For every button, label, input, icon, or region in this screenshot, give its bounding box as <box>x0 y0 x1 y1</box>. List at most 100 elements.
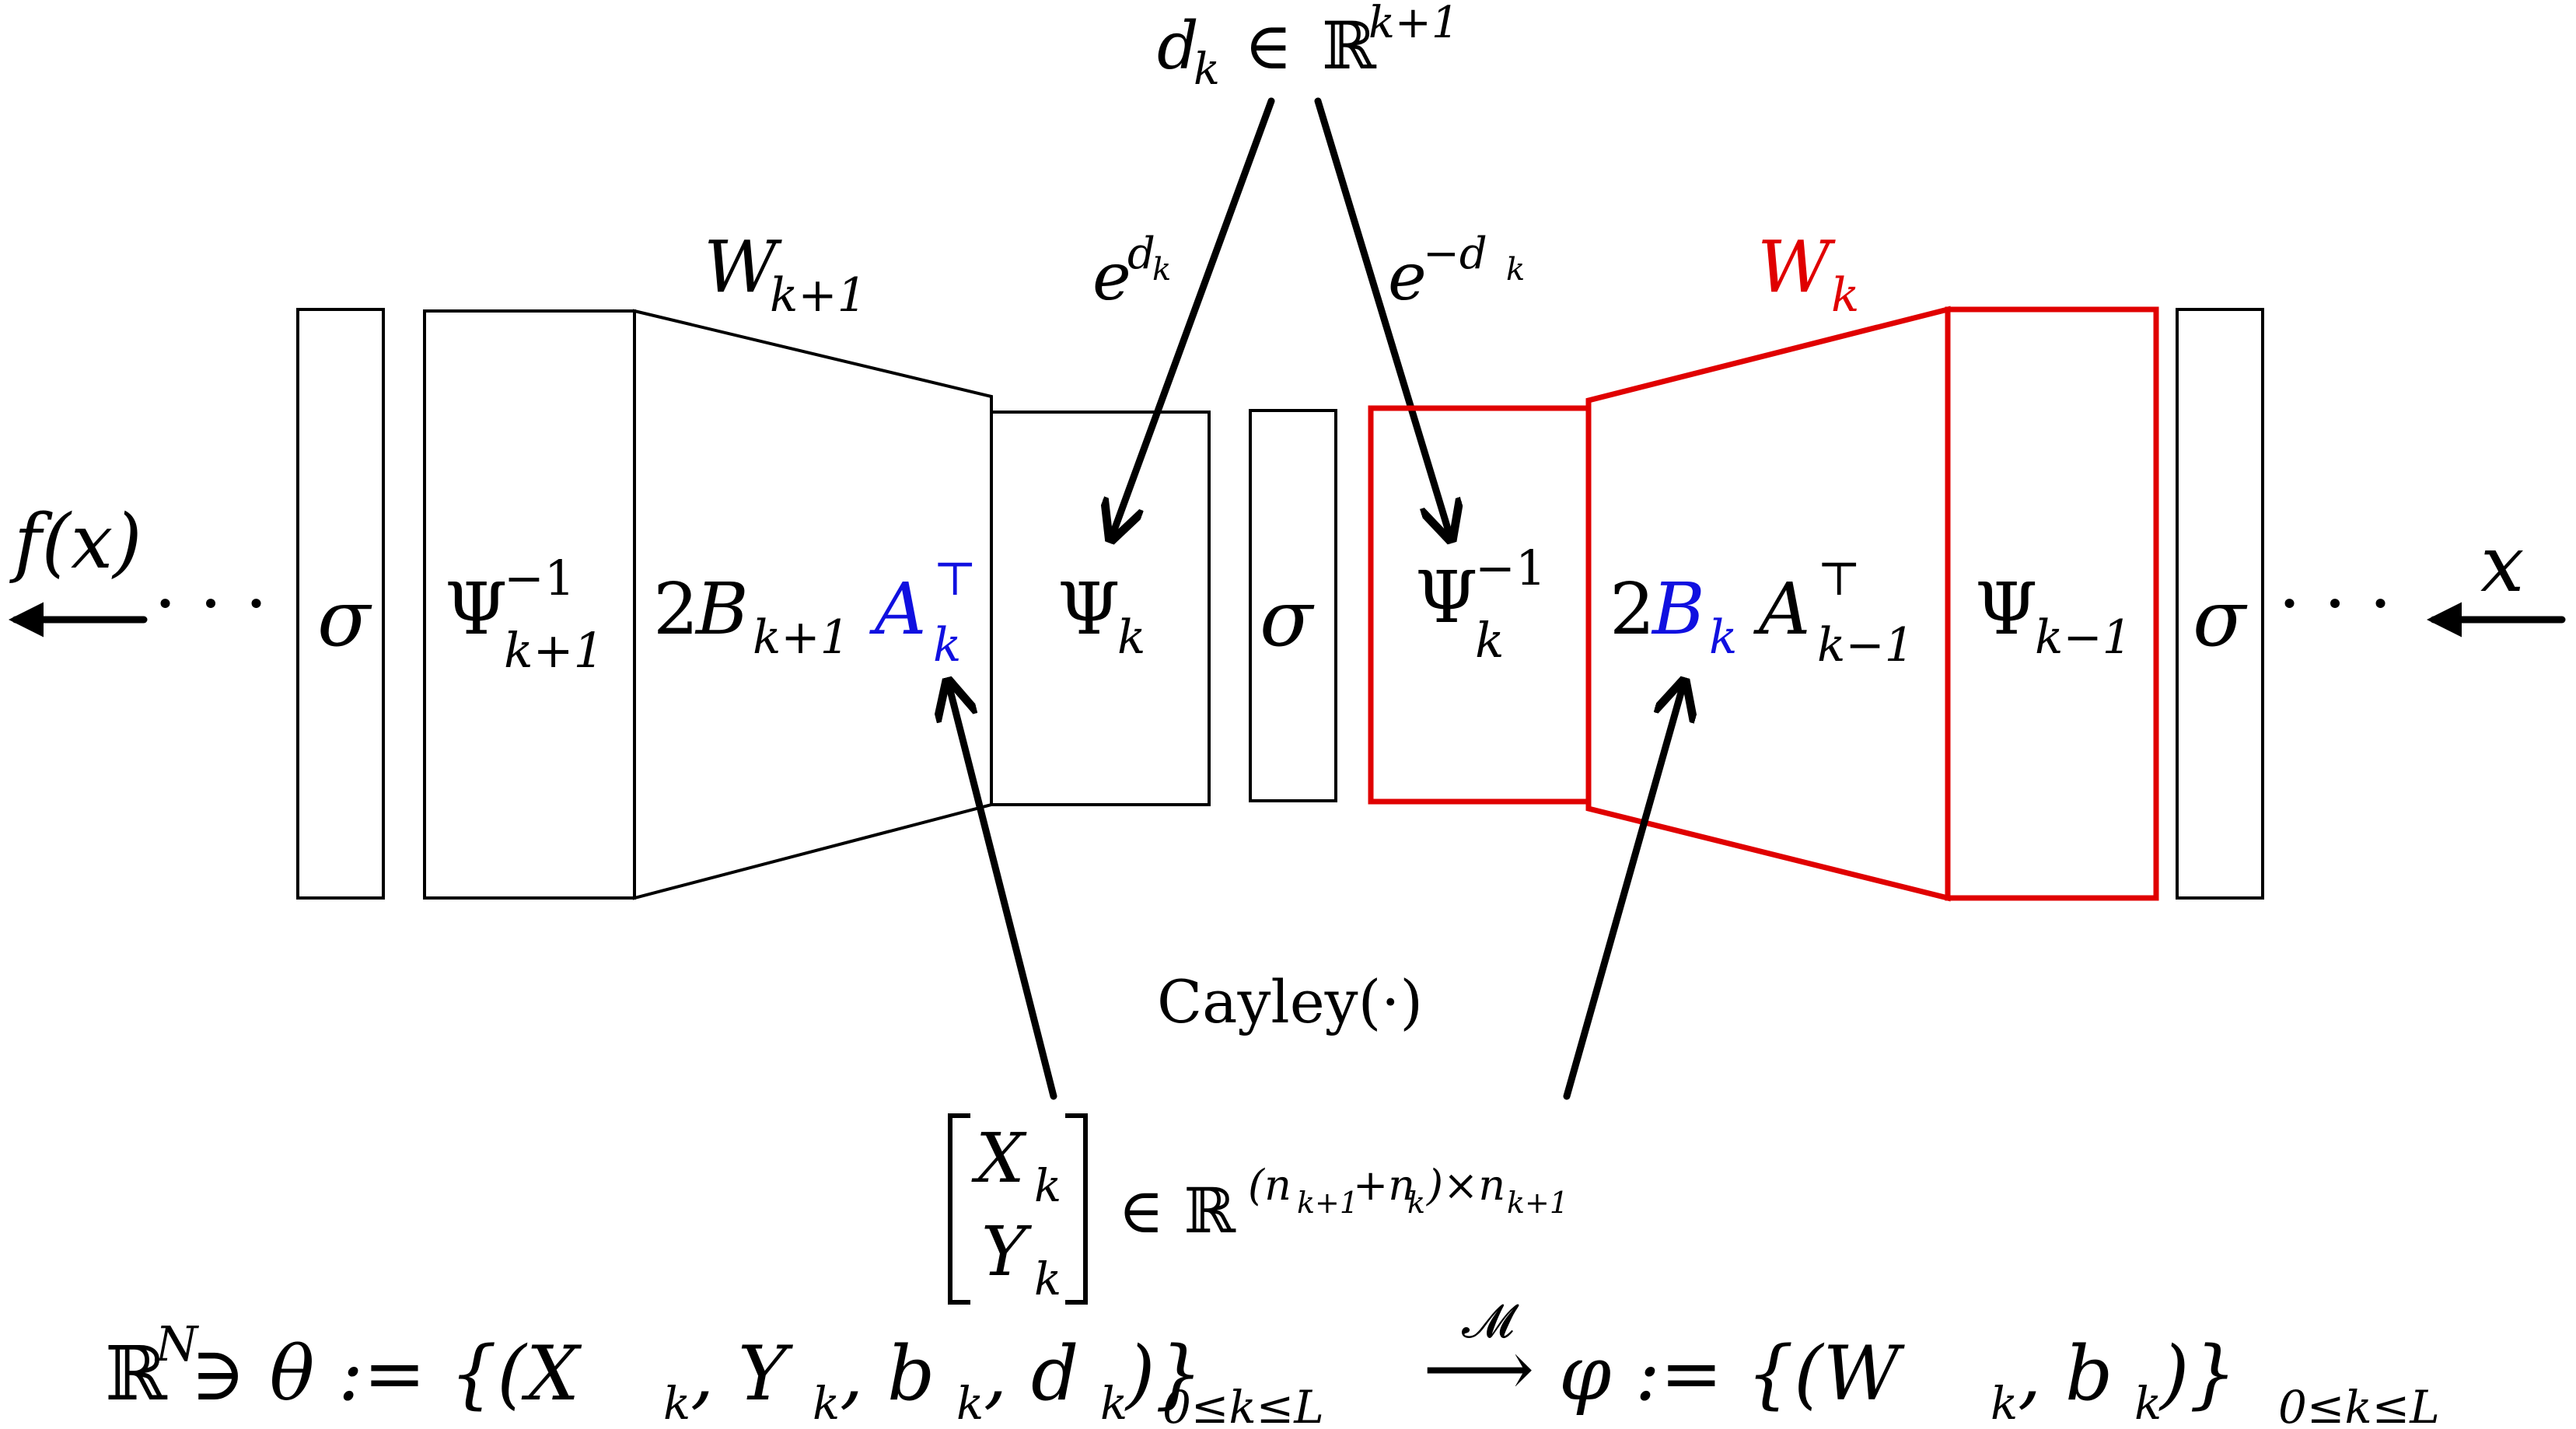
output-label: f(x) <box>9 498 142 585</box>
input-label: x <box>2480 519 2524 610</box>
svg-text:)×n: )×n <box>1426 1161 1505 1210</box>
sigma-box-right <box>2176 308 2264 900</box>
svg-text:k: k <box>1831 268 1859 323</box>
svg-text:X: X <box>971 1118 1027 1198</box>
svg-text:−1: −1 <box>1475 540 1546 596</box>
svg-text:A: A <box>869 568 926 651</box>
svg-text:k: k <box>1152 252 1171 288</box>
svg-text:B: B <box>694 568 749 651</box>
svg-text:k−1: k−1 <box>2035 610 2132 665</box>
arrow-dk-to-psi-inverse <box>1314 97 1450 536</box>
svg-text:k: k <box>2134 1377 2162 1429</box>
exp-negative-label: e −d k <box>1388 229 1525 315</box>
weight-k-expression: 2 B k A ⊤ k−1 <box>1610 552 1914 673</box>
svg-text:∈: ∈ <box>1244 8 1292 84</box>
svg-text:k: k <box>1100 1377 1127 1429</box>
svg-text:Y: Y <box>981 1211 1033 1291</box>
svg-text:k: k <box>1194 44 1220 95</box>
svg-text:k: k <box>1506 252 1525 288</box>
svg-text:∈ ℝ: ∈ ℝ <box>1118 1175 1237 1247</box>
svg-text:, d: , d <box>984 1330 1078 1417</box>
weight-k-plus-1-expression: 2 B k+1 A ⊤ k <box>653 552 977 673</box>
sigma-box-middle <box>1249 409 1337 802</box>
svg-text:e: e <box>1388 239 1427 315</box>
matrix-space-label: ∈ ℝ (n k+1 +n k )×n k+1 <box>1118 1161 1568 1247</box>
svg-text:Ψ: Ψ <box>1415 556 1478 639</box>
svg-text:Ψ: Ψ <box>1975 568 2038 651</box>
svg-text:k: k <box>1475 612 1505 669</box>
svg-text:B: B <box>1651 568 1705 651</box>
svg-text:k+1: k+1 <box>1368 0 1459 48</box>
svg-text:k+1: k+1 <box>1297 1186 1358 1220</box>
sigma-box-left <box>296 308 385 900</box>
svg-text:, b: , b <box>2018 1330 2113 1417</box>
svg-text:)}: )} <box>2158 1330 2237 1417</box>
svg-text:k: k <box>663 1377 690 1429</box>
svg-text:𝓜: 𝓜 <box>1462 1294 1519 1349</box>
svg-text:N: N <box>154 1315 200 1372</box>
svg-text:k: k <box>1709 610 1737 665</box>
psi-inverse-k-label: Ψ −1 k <box>1415 540 1546 669</box>
sigma-left-label: σ <box>317 573 372 664</box>
psi-k-minus-1-box <box>1945 306 2159 901</box>
svg-text:⟶: ⟶ <box>1423 1323 1534 1414</box>
svg-text:k: k <box>956 1377 984 1429</box>
svg-text:A: A <box>1753 568 1810 651</box>
svg-text:k+1: k+1 <box>770 268 867 323</box>
svg-text:k: k <box>933 618 961 673</box>
svg-text:Ψ: Ψ <box>445 568 508 651</box>
svg-text:e: e <box>1092 239 1131 315</box>
svg-text:k: k <box>1991 1377 2018 1429</box>
svg-text:⊤: ⊤ <box>1817 552 1861 606</box>
svg-text:k: k <box>813 1377 840 1429</box>
svg-text:ℝ: ℝ <box>105 1330 168 1417</box>
psi-k-box <box>990 411 1211 806</box>
input-dots: · · · <box>2278 562 2392 645</box>
psi-k-minus-1-label: Ψ k−1 <box>1975 568 2132 665</box>
w-k-plus-1-label: W k+1 <box>704 225 867 323</box>
svg-text:d: d <box>1157 8 1199 84</box>
exp-positive-label: e d k <box>1092 229 1171 315</box>
svg-text:, Y: , Y <box>690 1330 794 1417</box>
sigma-right-label: σ <box>2193 573 2248 664</box>
svg-text:0≤k≤L: 0≤k≤L <box>2278 1381 2440 1429</box>
svg-text:(n: (n <box>1248 1161 1291 1210</box>
arrow-xy-to-a-transpose <box>949 684 1057 1100</box>
svg-text:)}: )} <box>1124 1330 1203 1417</box>
svg-text:d: d <box>1127 229 1155 279</box>
svg-text:−d: −d <box>1423 229 1487 279</box>
output-dots: · · · <box>154 562 267 645</box>
arrow-dk-to-psi <box>1112 97 1275 536</box>
svg-text:2: 2 <box>653 568 699 651</box>
w-k-label: W k <box>1757 225 1859 323</box>
bottom-formula: ℝ N ∋ θ := {(X k , Y k , b k , d k )} 0≤… <box>105 1294 2440 1429</box>
psi-k-label: Ψ k <box>1057 568 1145 665</box>
svg-text:2: 2 <box>1610 568 1655 651</box>
psi-inverse-k-plus-1-label: Ψ −1 k+1 <box>445 550 604 679</box>
cayley-label: Cayley(·) <box>1157 967 1423 1036</box>
xy-column-vector: X k Y k <box>948 1113 1088 1305</box>
svg-text:ℝ: ℝ <box>1322 8 1377 84</box>
svg-text:k+1: k+1 <box>753 610 850 665</box>
psi-inverse-k-box <box>1368 405 1592 805</box>
top-dk-label: d k ∈ ℝ k+1 <box>1157 0 1459 95</box>
svg-text:Ψ: Ψ <box>1057 568 1120 651</box>
svg-text:W: W <box>1757 225 1836 309</box>
svg-text:k+1: k+1 <box>504 622 604 679</box>
arrow-xy-to-b <box>1563 684 1683 1100</box>
svg-text:φ := {(W: φ := {(W <box>1559 1330 1906 1417</box>
svg-text:k: k <box>1034 1253 1061 1305</box>
svg-text:k−1: k−1 <box>1817 618 1914 673</box>
svg-text:, b: , b <box>840 1330 935 1417</box>
svg-text:0≤k≤L: 0≤k≤L <box>1162 1381 1324 1429</box>
svg-text:k: k <box>1407 1186 1425 1220</box>
sigma-middle-label: σ <box>1260 573 1315 664</box>
svg-text:k: k <box>1117 610 1145 665</box>
svg-text:−1: −1 <box>504 550 575 606</box>
svg-text:k+1: k+1 <box>1507 1186 1568 1220</box>
svg-text:W: W <box>704 225 782 309</box>
svg-text:k: k <box>1034 1159 1061 1212</box>
svg-text:∋ θ := {(X: ∋ θ := {(X <box>190 1330 582 1417</box>
svg-text:⊤: ⊤ <box>933 552 977 606</box>
